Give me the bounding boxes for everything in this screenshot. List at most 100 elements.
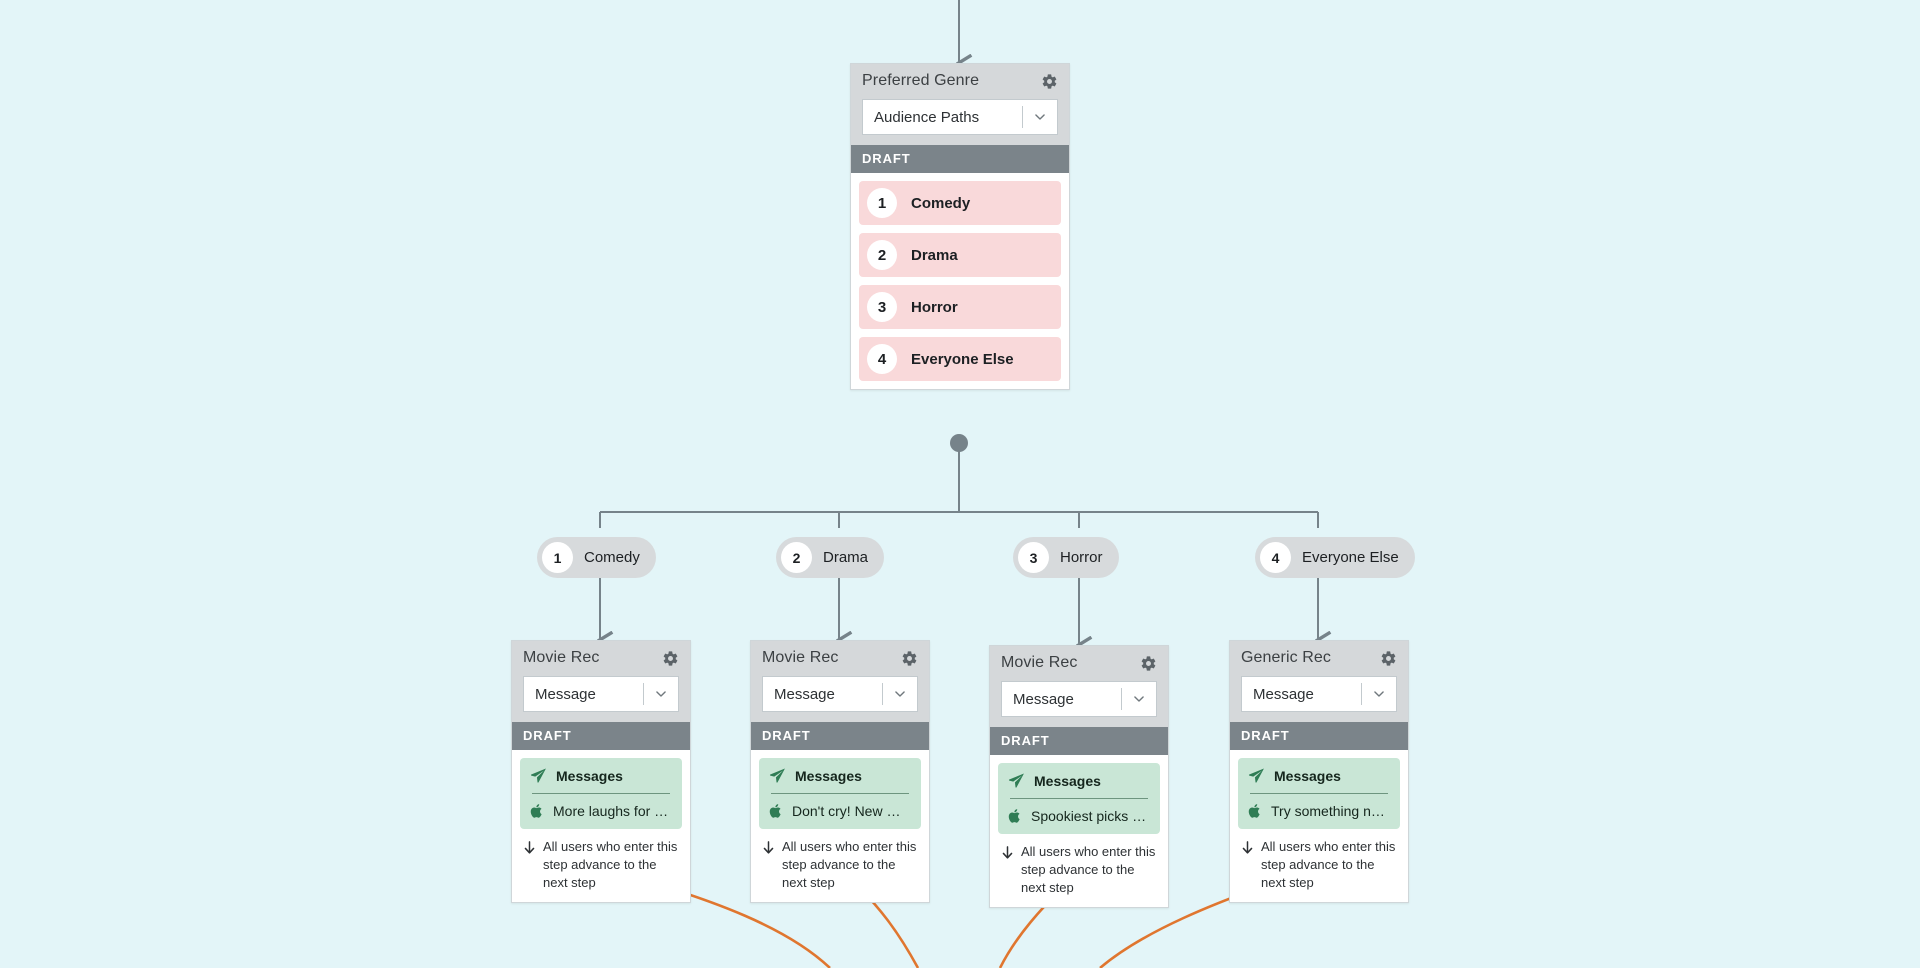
chevron-down-icon[interactable] <box>883 687 917 701</box>
branch-type-select-value: Audience Paths <box>874 108 980 126</box>
apple-icon <box>769 804 781 818</box>
message-divider <box>1010 798 1148 799</box>
gear-icon[interactable] <box>1380 650 1397 667</box>
message-text: Don't cry! New movi… <box>792 803 911 819</box>
message-block[interactable]: Messages Spookiest picks this… <box>998 763 1160 834</box>
branch-pill-label: Horror <box>1060 549 1103 566</box>
step-type-select-value: Message <box>1253 685 1314 703</box>
step-type-select-value: Message <box>774 685 835 703</box>
paper-plane-icon <box>530 768 546 783</box>
step-card-body: Messages Try something new! All users wh… <box>1230 750 1408 902</box>
path-item[interactable]: 1 Comedy <box>859 181 1061 225</box>
arrow-down-icon <box>1242 841 1253 854</box>
advance-rule-text: All users who enter this step advance to… <box>543 839 678 890</box>
step-card-body: Messages Don't cry! New movi… All users … <box>751 750 929 902</box>
gear-icon[interactable] <box>1041 73 1058 90</box>
message-text: Try something new! <box>1271 803 1390 819</box>
select-divider <box>1361 683 1362 705</box>
advance-rule-text: All users who enter this step advance to… <box>1261 839 1396 890</box>
step-card-everyone-else[interactable]: Generic Rec Message DRAFT Mes <box>1229 640 1409 903</box>
branch-pill-number: 2 <box>781 542 812 573</box>
message-block[interactable]: Messages Don't cry! New movi… <box>759 758 921 829</box>
chevron-down-icon[interactable] <box>1362 687 1396 701</box>
step-card-status-badge: DRAFT <box>990 727 1168 755</box>
message-block[interactable]: Messages More laughs for you <box>520 758 682 829</box>
arrow-down-icon <box>763 841 774 854</box>
step-card-title: Movie Rec <box>762 649 839 666</box>
branch-type-select[interactable]: Audience Paths <box>862 99 1058 135</box>
advance-rule: All users who enter this step advance to… <box>1238 829 1400 894</box>
arrow-down-icon <box>524 841 535 854</box>
chevron-down-icon[interactable] <box>644 687 678 701</box>
step-card-status-badge: DRAFT <box>1230 722 1408 750</box>
path-item[interactable]: 4 Everyone Else <box>859 337 1061 381</box>
step-card-header: Movie Rec Message <box>512 641 690 722</box>
step-card-drama[interactable]: Movie Rec Message DRAFT Messa <box>750 640 930 903</box>
branch-node-header: Preferred Genre Audience Paths <box>851 64 1069 145</box>
step-card-status-badge: DRAFT <box>512 722 690 750</box>
select-divider <box>1022 106 1023 128</box>
message-block[interactable]: Messages Try something new! <box>1238 758 1400 829</box>
select-divider <box>643 683 644 705</box>
branch-node-card[interactable]: Preferred Genre Audience Paths DRAFT 1 C… <box>850 63 1070 390</box>
step-card-status-badge: DRAFT <box>751 722 929 750</box>
apple-icon <box>530 804 542 818</box>
step-type-select[interactable]: Message <box>762 676 918 712</box>
branch-pill-number: 3 <box>1018 542 1049 573</box>
advance-rule: All users who enter this step advance to… <box>759 829 921 894</box>
branch-pill-number: 1 <box>542 542 573 573</box>
chevron-down-icon[interactable] <box>1023 110 1057 124</box>
step-card-body: Messages More laughs for you All users w… <box>512 750 690 902</box>
message-text: Spookiest picks this… <box>1031 808 1150 824</box>
path-item[interactable]: 2 Drama <box>859 233 1061 277</box>
step-card-header: Movie Rec Message <box>990 646 1168 727</box>
path-label: Horror <box>911 298 958 316</box>
gear-icon[interactable] <box>662 650 679 667</box>
path-label: Drama <box>911 246 958 264</box>
paper-plane-icon <box>769 768 785 783</box>
step-type-select[interactable]: Message <box>1001 681 1157 717</box>
path-number: 2 <box>867 240 897 270</box>
branch-pill-label: Everyone Else <box>1302 549 1399 566</box>
step-card-comedy[interactable]: Movie Rec Message DRAFT Messa <box>511 640 691 903</box>
branch-pill-label: Drama <box>823 549 869 566</box>
gear-icon[interactable] <box>901 650 918 667</box>
message-header-label: Messages <box>1034 772 1101 789</box>
gear-icon[interactable] <box>1140 655 1157 672</box>
step-card-title: Generic Rec <box>1241 649 1332 666</box>
branch-pill-horror[interactable]: 3 Horror <box>1013 537 1119 578</box>
step-card-title: Movie Rec <box>523 649 600 666</box>
branch-pill-number: 4 <box>1260 542 1291 573</box>
apple-icon <box>1008 809 1020 823</box>
branch-node-paths-list: 1 Comedy 2 Drama 3 Horror 4 Everyone Els… <box>851 173 1069 389</box>
message-divider <box>532 793 670 794</box>
step-type-select-value: Message <box>1013 690 1074 708</box>
path-item[interactable]: 3 Horror <box>859 285 1061 329</box>
branch-pill-comedy[interactable]: 1 Comedy <box>537 537 656 578</box>
message-header-label: Messages <box>795 767 862 784</box>
branch-pill-everyone-else[interactable]: 4 Everyone Else <box>1255 537 1415 578</box>
branch-pill-drama[interactable]: 2 Drama <box>776 537 885 578</box>
select-divider <box>1121 688 1122 710</box>
path-label: Everyone Else <box>911 350 1014 368</box>
step-card-header: Movie Rec Message <box>751 641 929 722</box>
step-type-select[interactable]: Message <box>1241 676 1397 712</box>
step-type-select-value: Message <box>535 685 596 703</box>
message-divider <box>771 793 909 794</box>
path-number: 4 <box>867 344 897 374</box>
paper-plane-icon <box>1248 768 1264 783</box>
path-number: 3 <box>867 292 897 322</box>
message-divider <box>1250 793 1388 794</box>
message-header-label: Messages <box>1274 767 1341 784</box>
step-card-title: Movie Rec <box>1001 654 1078 671</box>
chevron-down-icon[interactable] <box>1122 692 1156 706</box>
path-number: 1 <box>867 188 897 218</box>
step-card-body: Messages Spookiest picks this… All users… <box>990 755 1168 907</box>
step-card-horror[interactable]: Movie Rec Message DRAFT Messa <box>989 645 1169 908</box>
message-text: More laughs for you <box>553 803 672 819</box>
step-type-select[interactable]: Message <box>523 676 679 712</box>
step-card-header: Generic Rec Message <box>1230 641 1408 722</box>
paper-plane-icon <box>1008 773 1024 788</box>
advance-rule-text: All users who enter this step advance to… <box>1021 844 1156 895</box>
